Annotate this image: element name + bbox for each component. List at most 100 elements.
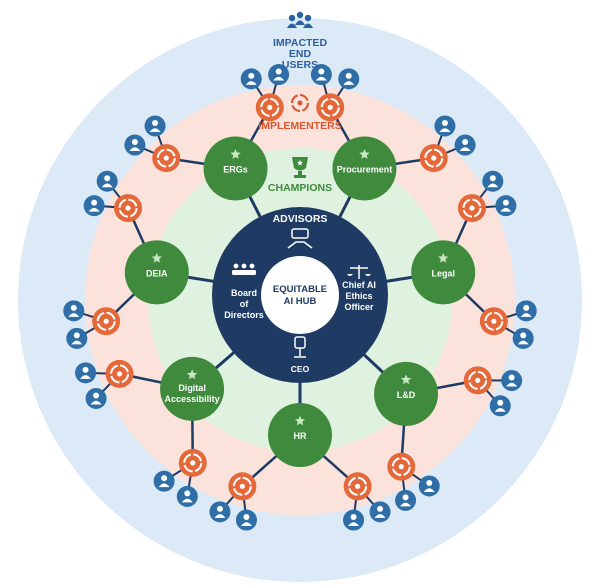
person-icon <box>275 68 282 75</box>
person-icon-body <box>423 488 435 492</box>
cycle-arrows-icon-dot <box>116 371 123 377</box>
person-icon-body <box>487 183 499 188</box>
office-chair-icon <box>294 336 306 358</box>
champion-node-circle <box>160 356 225 421</box>
trophy-icon-stem <box>298 171 302 175</box>
person-icon-body <box>348 522 360 527</box>
implementer-node <box>255 93 284 122</box>
person-icon <box>350 514 357 521</box>
cycle-arrows-icon-dot <box>327 104 333 110</box>
star-icon <box>230 149 241 159</box>
person-icon <box>508 374 515 381</box>
champion-label: ERGs <box>223 164 248 174</box>
person-icon-body <box>240 522 252 527</box>
person-icon-body <box>459 147 471 152</box>
implementers-title: IMPLEMENTERS <box>258 120 341 132</box>
champions-title: CHAMPIONS <box>268 182 332 194</box>
user-node <box>153 470 175 492</box>
text-line: AI HUB <box>284 296 317 307</box>
user-node <box>240 68 262 90</box>
cycle-arrows-icon <box>462 198 482 218</box>
implementer-node <box>457 194 486 223</box>
person-icon <box>216 505 223 512</box>
person-icon <box>377 505 384 512</box>
star-icon <box>438 252 449 263</box>
person-icon-body <box>520 313 532 317</box>
user-node <box>310 64 332 86</box>
text-line: Chief AI <box>342 280 376 290</box>
champion-label: Procurement <box>337 164 393 174</box>
person-icon-body <box>90 400 102 405</box>
user-node <box>489 395 511 417</box>
cycle-arrows-icon <box>110 364 130 384</box>
cycle-arrows-icon <box>96 311 116 331</box>
text-line: Directors <box>224 310 264 320</box>
star-icon <box>186 369 198 380</box>
user-node-circle <box>209 501 231 523</box>
text-line: Digital <box>178 383 206 393</box>
person-icon-body <box>88 207 100 212</box>
person-icon-body <box>214 514 226 518</box>
text-line: END <box>289 48 312 60</box>
implementer-node <box>114 194 143 223</box>
cycle-arrows-icon <box>468 370 488 390</box>
text-line: EQUITABLE <box>273 284 327 295</box>
champion-procurement: Procurement <box>332 136 397 201</box>
person-icon <box>345 72 352 79</box>
text-line: of <box>240 299 249 309</box>
user-node <box>395 489 417 511</box>
people-group-icon-body <box>303 23 313 28</box>
people-group-icon <box>287 11 313 28</box>
user-node <box>63 300 85 322</box>
text-line: IMPACTED <box>273 37 327 49</box>
user-node <box>482 170 504 192</box>
person-icon-body <box>343 81 355 85</box>
person-icon <box>426 479 433 486</box>
text-line: Officer <box>344 302 374 312</box>
user-node <box>96 170 118 192</box>
champion-label: Legal <box>431 268 455 278</box>
cycle-arrows-icon-dot <box>431 155 437 161</box>
implementer-node <box>316 93 345 122</box>
user-node <box>235 509 257 531</box>
decor-icons-layer <box>232 11 371 358</box>
person-icon-body <box>68 313 80 317</box>
user-node <box>515 300 537 322</box>
implementer-node <box>343 472 372 501</box>
person-icon <box>73 332 80 339</box>
cycle-arrows-icon <box>391 457 411 477</box>
implementer-node <box>419 144 448 173</box>
implementer-node <box>178 448 207 477</box>
person-icon-body <box>517 340 529 345</box>
person-icon <box>489 175 496 182</box>
implementer-node <box>152 144 181 173</box>
boardroom-icon-person <box>233 263 239 269</box>
person-icon <box>82 366 89 373</box>
cycle-arrows-icon-dot <box>469 205 475 211</box>
boardroom-icon-person <box>241 263 247 269</box>
user-node <box>369 501 391 523</box>
user-node-circle <box>144 115 166 137</box>
person-icon-body <box>101 183 113 188</box>
champion-node-circle <box>374 361 439 426</box>
person-icon <box>161 475 168 482</box>
person-icon <box>441 119 448 126</box>
champion-node-circle <box>124 240 189 305</box>
person-icon-body <box>506 382 518 387</box>
champion-ergs: ERGs <box>203 136 268 201</box>
cycle-arrows-icon-dot <box>267 104 273 110</box>
person-icon-body <box>158 483 170 488</box>
champion-label: L&D <box>397 390 416 400</box>
person-icon <box>502 199 509 206</box>
user-node <box>434 115 456 137</box>
person-icon <box>497 399 504 406</box>
user-node <box>124 134 146 156</box>
advisors-title: ADVISORS <box>273 213 328 225</box>
cycle-arrows-icon <box>291 94 309 112</box>
user-node <box>75 362 97 384</box>
user-node <box>85 387 107 409</box>
